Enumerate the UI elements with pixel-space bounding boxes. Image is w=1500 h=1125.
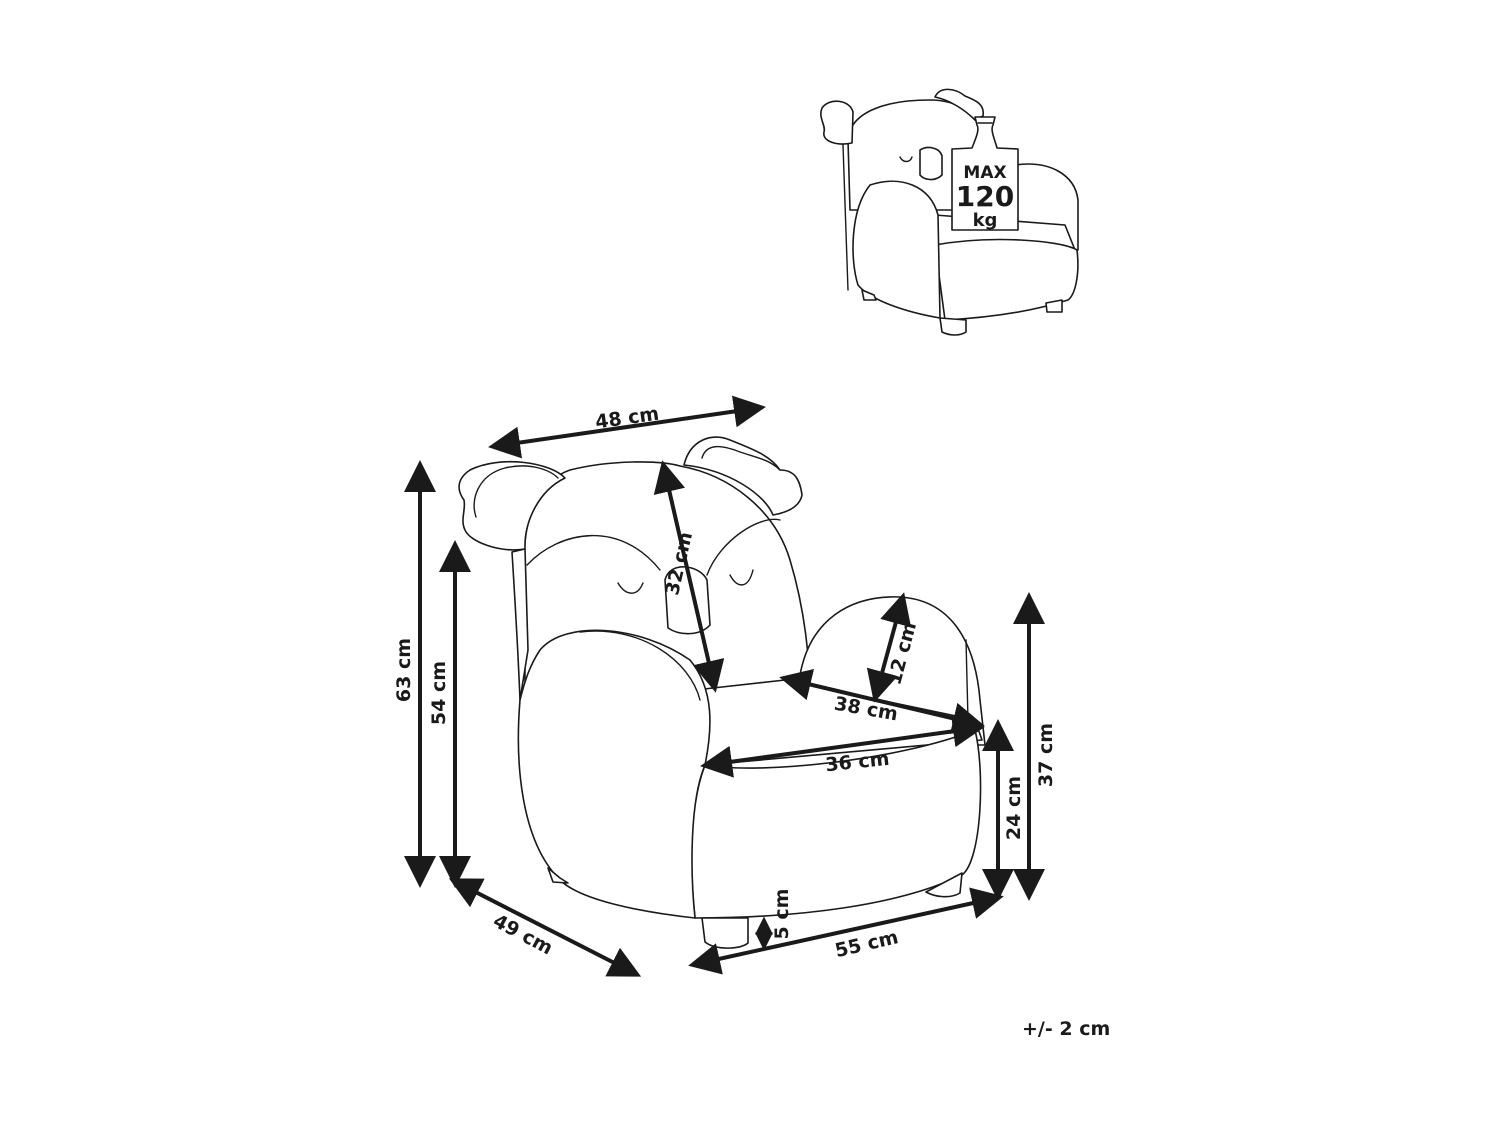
label-leg-height: 5 cm [771, 889, 793, 940]
weight-max-label: MAX [963, 163, 1006, 183]
label-total-height: 63 cm [393, 638, 415, 702]
weight-value: 120 [956, 180, 1014, 213]
weight-unit: kg [973, 210, 998, 231]
label-top-width: 48 cm [594, 403, 661, 434]
dimension-arrow-depth [448, 878, 642, 977]
weight-capacity-illustration: MAX 120 kg [820, 88, 1079, 336]
main-chair-drawing [458, 436, 986, 949]
tolerance-note: +/- 2 cm [1022, 1018, 1111, 1040]
dimension-arrow-backrest-height [653, 460, 725, 693]
dimension-arrow-width [688, 887, 1004, 975]
small-chair-icon [820, 88, 1079, 336]
dimension-arrow-seat-width [700, 715, 985, 778]
dimension-arrow-top-width [488, 395, 766, 459]
label-armrest-total-height: 37 cm [1035, 723, 1057, 787]
weight-icon: MAX 120 kg [951, 116, 1019, 231]
label-seat-height: 24 cm [1003, 776, 1025, 840]
label-back-height: 54 cm [428, 661, 450, 725]
